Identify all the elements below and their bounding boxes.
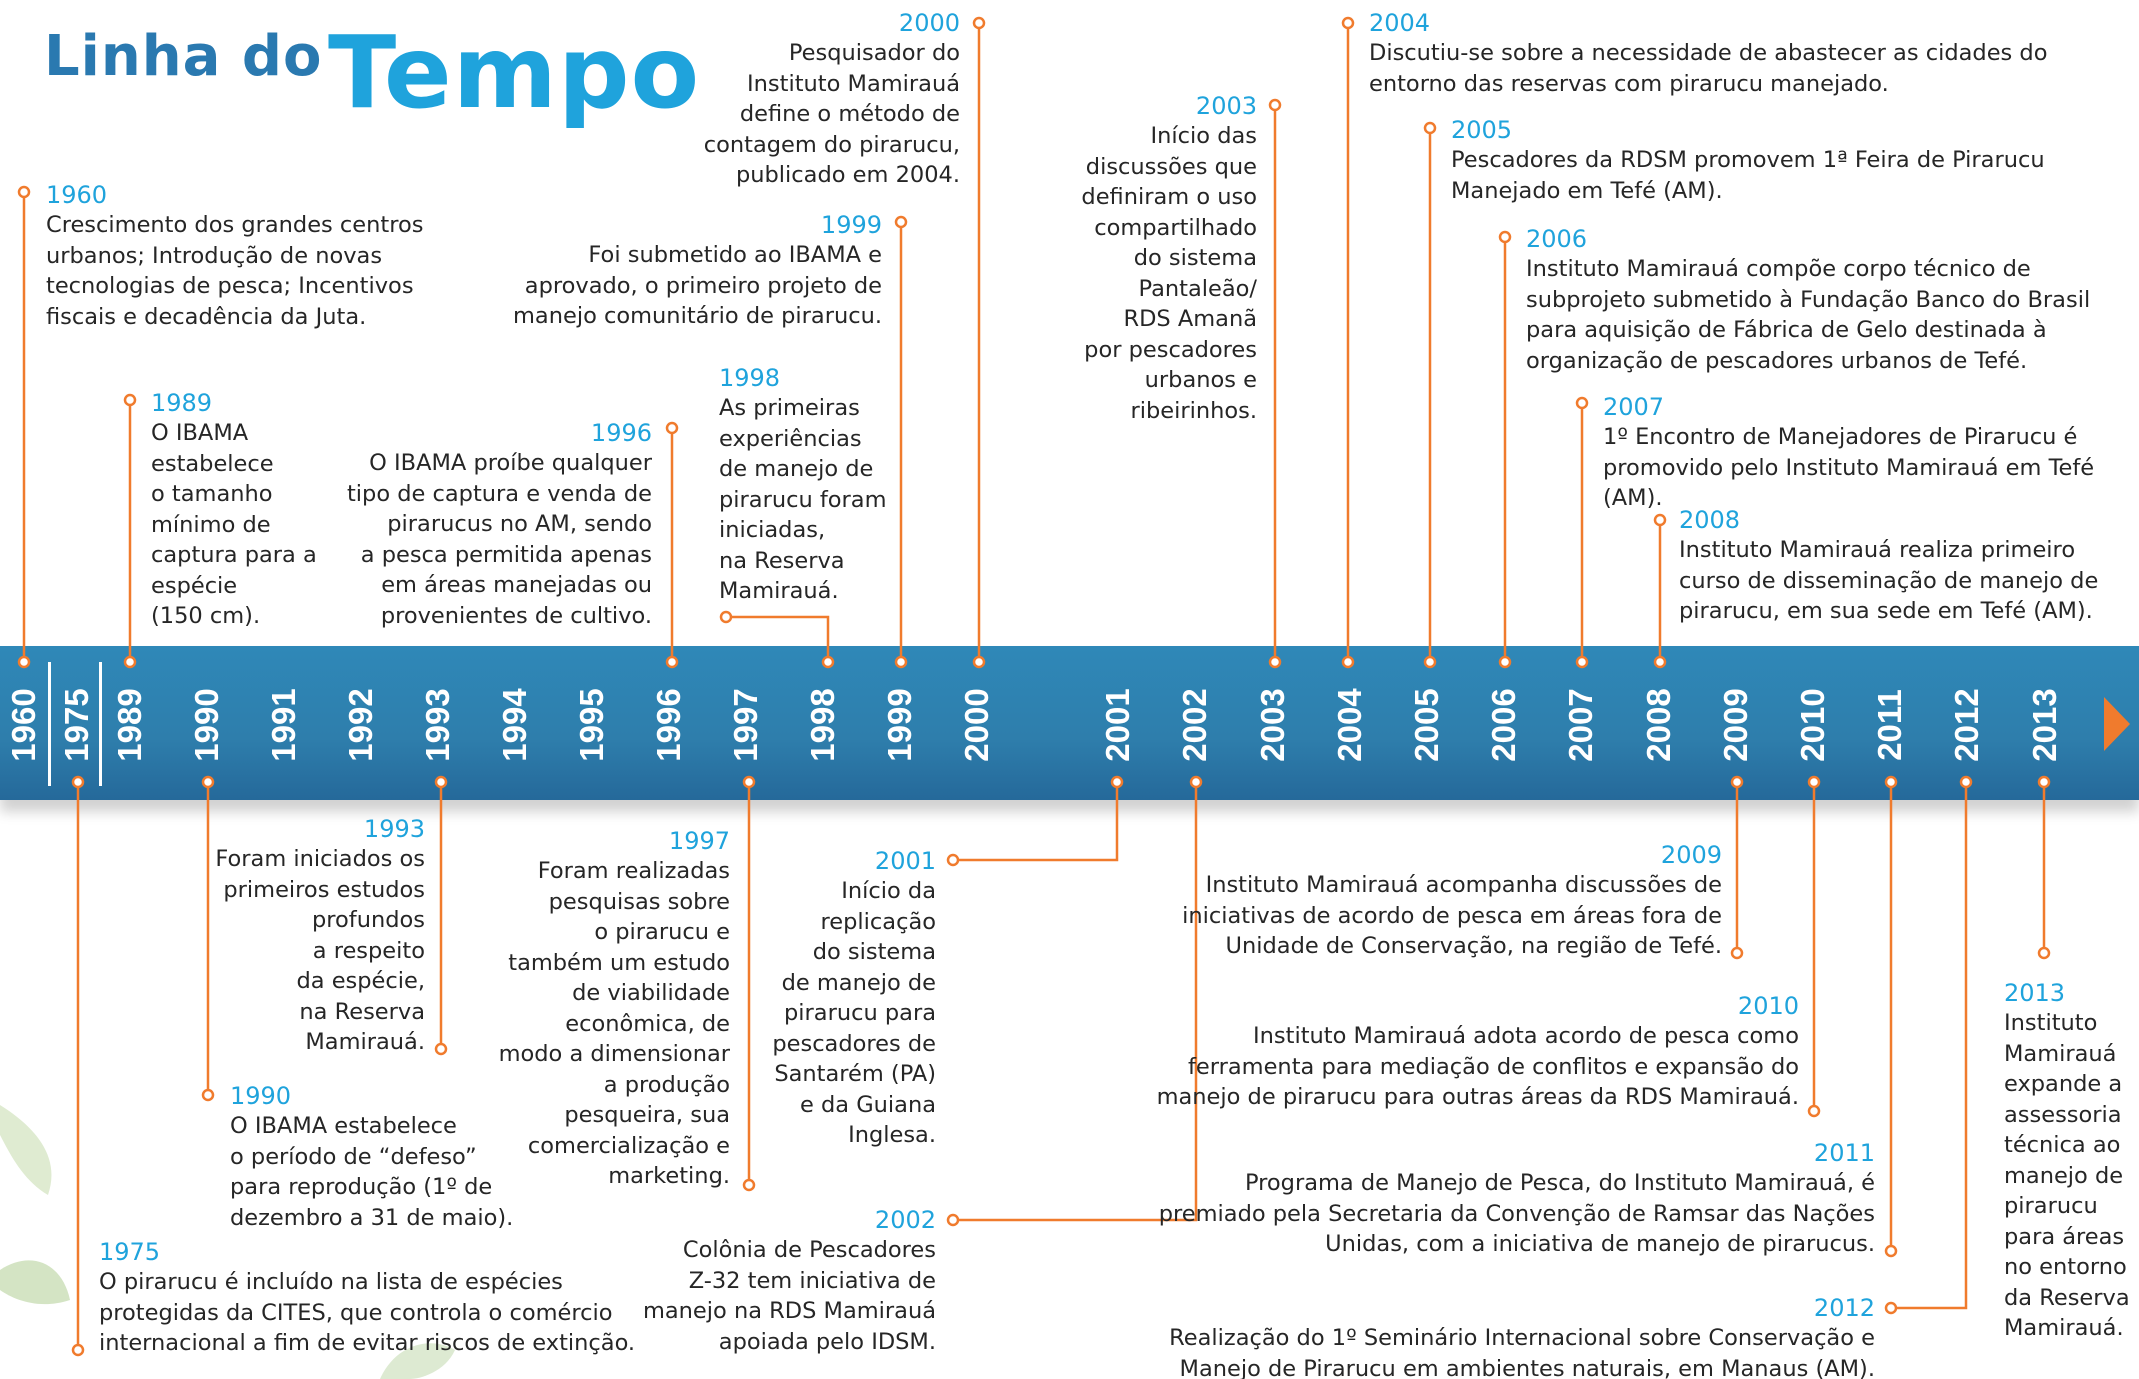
page-title-part2: Tempo (328, 14, 701, 131)
event-text-2007: 1º Encontro de Manejadores de Pirarucu é… (1603, 424, 2095, 511)
page-title-part1: Linha do (44, 24, 323, 89)
event-text-1999: Foi submetido ao IBAMA e aprovado, o pri… (513, 242, 882, 329)
event-text-2000: Pesquisador do Instituto Mamirauá define… (703, 40, 960, 188)
event-year-2007: 2007 (1603, 393, 1665, 421)
event-text-1997: Foram realizadas pesquisas sobre o pirar… (498, 858, 730, 1189)
event-text-2001: Início da replicação do sistema de manej… (772, 878, 936, 1148)
event-text-1998: As primeiras experiências de manejo de p… (719, 395, 887, 604)
event-year-1996: 1996 (590, 419, 652, 447)
event-text-2009: Instituto Mamirauá acompanha discussões … (1182, 872, 1722, 959)
event-text-2013: Instituto Mamirauá expande a assessoria … (2004, 1010, 2130, 1341)
event-text-2004: Discutiu-se sobre a necessidade de abast… (1369, 40, 2048, 97)
event-text-2006: Instituto Mamirauá compõe corpo técnico … (1526, 256, 2091, 374)
event-year-1960: 1960 (46, 181, 108, 209)
event-text-2003: Início das discussões que definiram o us… (1081, 123, 1257, 424)
event-year-1998: 1998 (719, 364, 781, 392)
event-text-2011: Programa de Manejo de Pesca, do Institut… (1158, 1170, 1875, 1257)
event-year-1990: 1990 (230, 1082, 292, 1110)
event-year-2008: 2008 (1679, 506, 1741, 534)
event-text-2012: Realização do 1º Seminário Internacional… (1169, 1325, 1875, 1379)
event-year-1989: 1989 (151, 389, 213, 417)
event-year-2009: 2009 (1660, 841, 1722, 869)
event-year-1999: 1999 (820, 211, 882, 239)
bar-divider (99, 662, 102, 786)
event-year-2001: 2001 (874, 847, 936, 875)
event-year-2012: 2012 (1813, 1294, 1875, 1322)
bar-divider (48, 662, 51, 786)
event-text-2002: Colônia de Pescadores Z-32 tem iniciativ… (642, 1237, 936, 1355)
event-year-2005: 2005 (1451, 116, 1513, 144)
timeline-arrow-icon (2104, 697, 2130, 751)
event-year-2002: 2002 (874, 1206, 936, 1234)
event-year-2000: 2000 (898, 9, 960, 37)
event-year-2011: 2011 (1813, 1139, 1875, 1167)
event-text-1960: Crescimento dos grandes centros urbanos;… (46, 212, 424, 330)
event-year-2003: 2003 (1195, 92, 1257, 120)
event-year-2010: 2010 (1737, 992, 1799, 1020)
event-text-2008: Instituto Mamirauá realiza primeiro curs… (1679, 537, 2099, 624)
event-text-2010: Instituto Mamirauá adota acordo de pesca… (1156, 1023, 1799, 1110)
event-year-1993: 1993 (363, 815, 425, 843)
event-text-1989: O IBAMA estabelece o tamanho mínimo de c… (151, 420, 317, 629)
event-text-2005: Pescadores da RDSM promovem 1ª Feira de … (1451, 147, 2045, 204)
event-text-1993: Foram iniciados os primeiros estudos pro… (215, 846, 425, 1055)
event-year-2006: 2006 (1526, 225, 1588, 253)
event-year-1997: 1997 (668, 827, 730, 855)
event-year-1975: 1975 (99, 1238, 161, 1266)
event-year-2013: 2013 (2004, 979, 2066, 1007)
event-year-2004: 2004 (1369, 9, 1431, 37)
event-text-1975: O pirarucu é incluído na lista de espéci… (99, 1269, 636, 1356)
timeline-bar (0, 646, 2139, 800)
event-text-1996: O IBAMA proíbe qualquer tipo de captura … (346, 450, 652, 629)
event-text-1990: O IBAMA estabelece o período de “defeso”… (230, 1113, 514, 1231)
